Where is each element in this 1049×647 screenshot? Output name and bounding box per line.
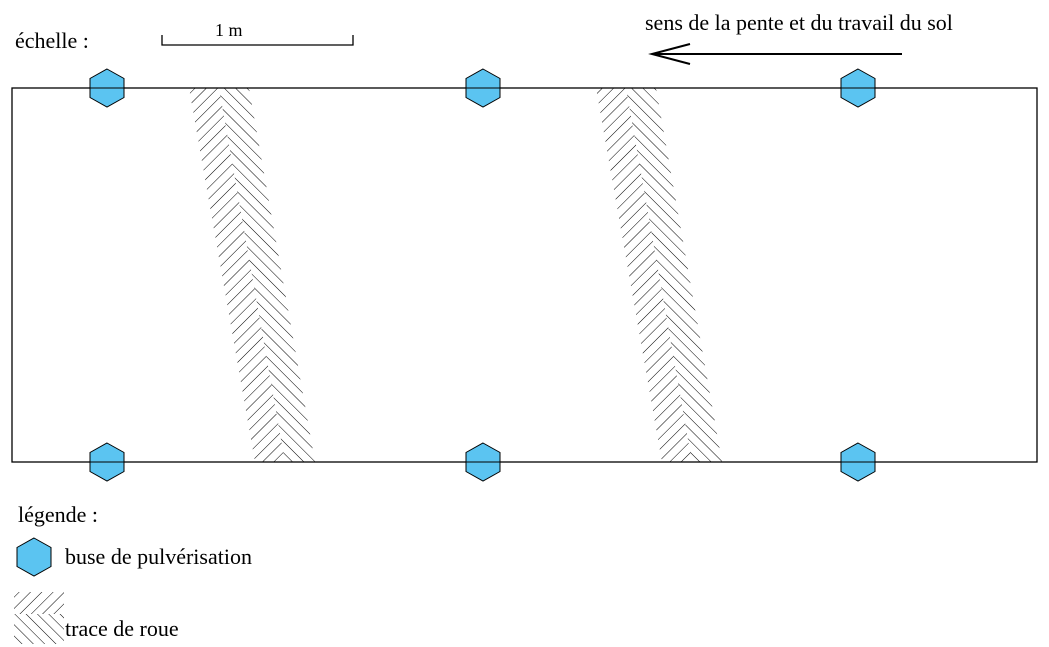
slope-direction-label: sens de la pente et du travail du sol bbox=[645, 10, 953, 35]
legend-hexagon-nozzle-icon bbox=[16, 537, 52, 577]
scale-bar bbox=[161, 35, 354, 46]
legend-wheel-track-hatch-icon bbox=[14, 592, 64, 644]
legend-wheel-track-label: trace de roue bbox=[65, 616, 179, 641]
spray-nozzles bbox=[89, 68, 876, 482]
scale-label: échelle : bbox=[15, 28, 89, 53]
scale-value: 1 m bbox=[215, 20, 243, 40]
wheel-track-left bbox=[189, 88, 315, 462]
legend-nozzle-label: buse de pulvérisation bbox=[65, 544, 252, 569]
legend-title: légende : bbox=[18, 502, 99, 527]
slope-direction-arrow bbox=[648, 43, 902, 65]
wheel-track-right bbox=[596, 88, 722, 462]
field-plot bbox=[11, 87, 1038, 463]
